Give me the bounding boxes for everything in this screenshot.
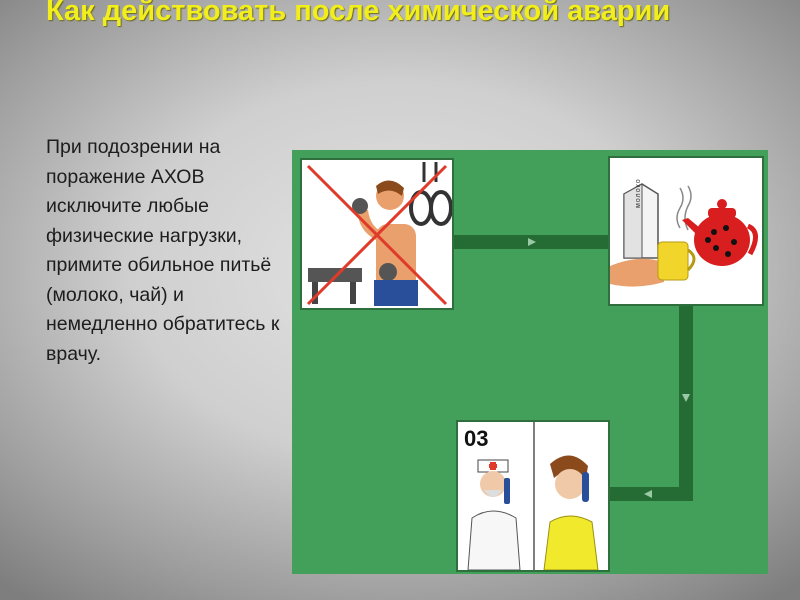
call-doctor-card: 03 [456,420,610,572]
slide-title: Как действовать после химической аварии [46,0,671,27]
crossed-out-exercise-icon [306,162,452,306]
arrow-left-icon [644,490,652,498]
emergency-number: 03 [464,426,489,451]
illustration-panel: молоко 03 [292,150,768,574]
milk-carton-label: молоко [635,178,642,208]
milk-and-tea-icon [610,183,758,287]
drink-card: молоко [608,156,764,306]
emergency-call-icon [467,422,599,570]
arrow-right-icon [528,238,536,246]
instruction-text: При подозрении на поражение АХОВ исключи… [46,136,280,365]
arrow-down-icon [682,394,690,402]
no-exercise-card [300,158,454,310]
